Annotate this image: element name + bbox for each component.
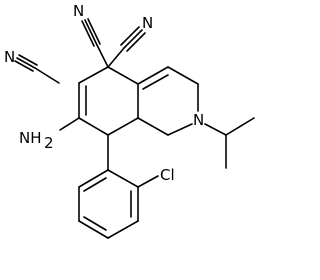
bond-nitrile-2-triple-b [81, 20, 95, 47]
nitrile-nitrogen-label: N [73, 2, 84, 20]
bond-nitrile-3-triple-c [126, 32, 146, 52]
chlorine-label: Cl [160, 166, 175, 184]
bond-nitrile-1-triple-b [14, 60, 34, 72]
bond-nitrile-3-single [107, 47, 125, 68]
molecule-structure-diagram: N N N NH 2 N Cl [4, 2, 255, 239]
bond-phenyl-6 [107, 169, 139, 188]
bond-nitrile-3-triple-a [123, 29, 143, 49]
bond-nitrile-2-triple-a [84, 19, 98, 46]
bond-c4a-c5 [107, 66, 139, 85]
ring-nitrogen-label: N [193, 111, 204, 129]
amino-subscript-label: 2 [44, 134, 54, 152]
bond-c7-amine [59, 117, 80, 131]
bond-nitrile-2-triple-c [87, 18, 101, 45]
amino-label: NH [19, 129, 42, 147]
bond-n2-isopropyl [204, 123, 227, 136]
bond-phenyl-chlorine [137, 175, 159, 188]
nitrile-nitrogen-label: N [142, 14, 153, 32]
bond-n2-c1 [167, 123, 193, 136]
bond-phenyl-1-double [83, 177, 107, 192]
bond-c7-c8 [78, 117, 109, 136]
bond-phenyl-3 [78, 220, 109, 239]
bond-c4a-c4 [137, 66, 169, 85]
nitrile-nitrogen-label: N [4, 48, 15, 66]
bond-nitrile-2-single [96, 44, 109, 68]
bond-nitrile-1-single [34, 67, 60, 84]
bond-nitrile-1-triple-c [18, 54, 38, 66]
bond-c4-c3 [167, 66, 199, 85]
bond-c4a-c4-double [142, 74, 169, 90]
bond-isopropyl-methyl-1 [225, 117, 255, 136]
bond-c8-c8a [107, 117, 139, 136]
bond-phenyl-1 [78, 169, 109, 188]
bond-c1-c8a [137, 117, 169, 136]
bond-nitrile-3-triple-b [120, 26, 140, 46]
bond-phenyl-4 [107, 220, 139, 239]
bond-c5-c6 [78, 66, 109, 84]
bond-phenyl-3-double [83, 216, 107, 231]
bond-nitrile-1-triple-a [16, 57, 36, 69]
